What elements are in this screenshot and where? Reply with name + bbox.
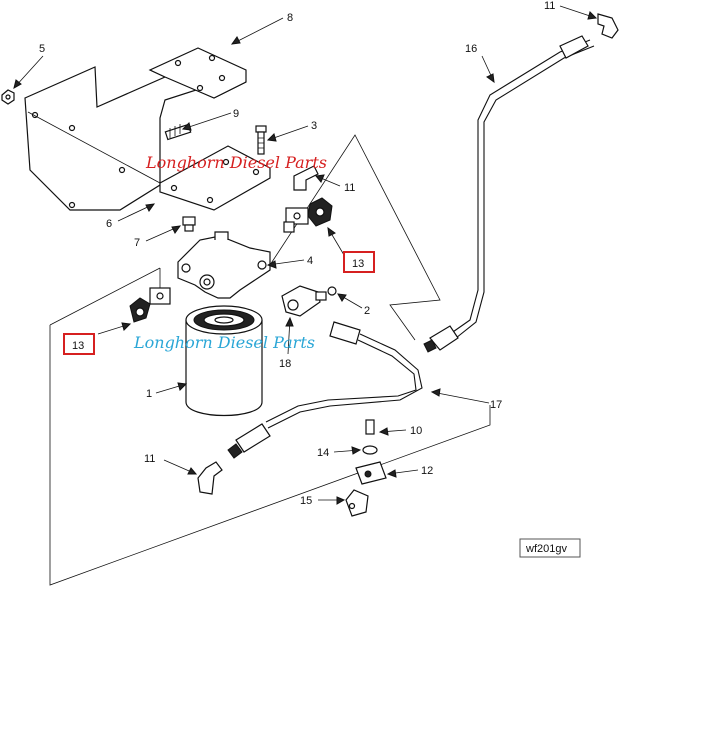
callout-12: 12 [421, 465, 433, 477]
elbow-fitting-top-right [597, 13, 619, 39]
highlight-box-13-left [63, 333, 95, 355]
screw-7 [182, 216, 196, 232]
callout-9: 9 [233, 108, 239, 120]
callout-17: 17 [490, 399, 502, 411]
filter-head [177, 231, 271, 299]
callout-1: 1 [146, 388, 152, 400]
phantom-outline [49, 134, 491, 586]
callout-13-left: 13 [72, 340, 84, 352]
watermark-top: Longhorn Diesel Parts [145, 153, 327, 172]
callout-3: 3 [311, 120, 317, 132]
callout-4: 4 [307, 255, 313, 267]
callout-7: 7 [134, 237, 140, 249]
callout-11-top-center: 11 [344, 182, 355, 194]
tee-fitting [281, 285, 327, 317]
shutoff-valve-left [129, 287, 171, 323]
shutoff-valve-right [283, 197, 333, 233]
highlight-box-13-right [343, 251, 375, 273]
mounting-bracket [24, 47, 247, 211]
callout-8: 8 [287, 12, 293, 24]
callout-13-right: 13 [352, 258, 364, 270]
adapter-plate [27, 111, 271, 211]
figure-tag: wf201gv [525, 543, 567, 555]
plug-2 [327, 286, 337, 296]
callout-5: 5 [39, 43, 45, 55]
figure-tag-box [519, 538, 581, 558]
callout-15: 15 [300, 495, 312, 507]
callout-16: 16 [465, 43, 477, 55]
callout-11-top-right: 11 [544, 0, 555, 12]
callout-6: 6 [106, 218, 112, 230]
elbow-fitting-top-center [293, 165, 319, 191]
callout-18: 18 [279, 358, 291, 370]
filter-element [185, 305, 263, 416]
fuel-line-lower [227, 321, 423, 459]
clamp-assembly [345, 419, 387, 517]
callout-2: 2 [364, 305, 370, 317]
elbow-fitting-bottom [197, 461, 223, 495]
bolt-3 [255, 125, 267, 155]
fuel-line-upper [423, 35, 595, 353]
nut-5 [1, 89, 15, 105]
leader-lines [13, 5, 598, 505]
callout-11-bottom: 11 [144, 453, 155, 465]
callout-14: 14 [317, 447, 329, 459]
callout-10: 10 [410, 425, 422, 437]
watermark-bottom: Longhorn Diesel Parts [133, 333, 315, 352]
